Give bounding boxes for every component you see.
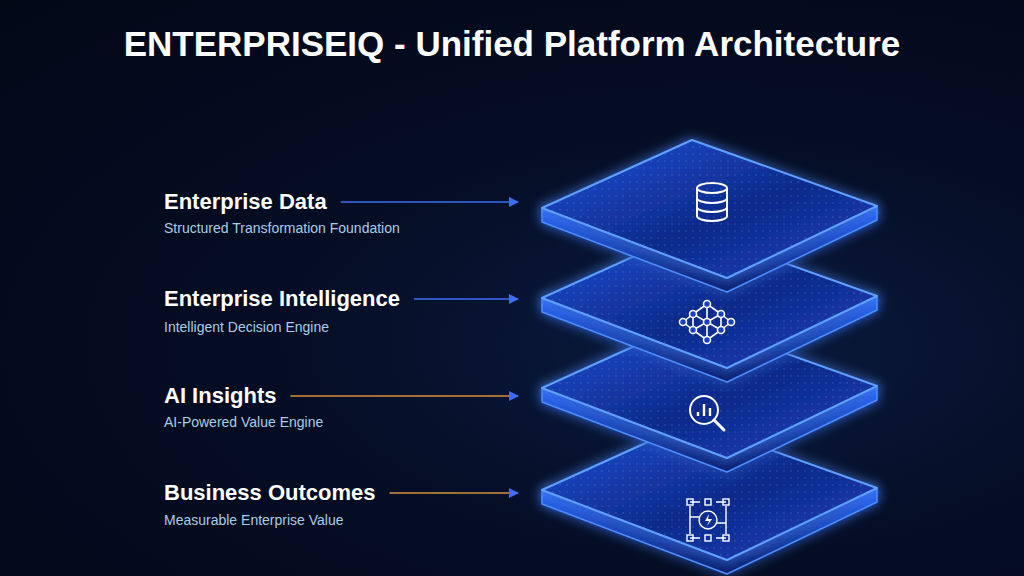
leader-line [341, 201, 518, 203]
layer-heading: Enterprise Intelligence [164, 286, 400, 312]
layer-subtitle: Intelligent Decision Engine [164, 319, 329, 335]
layer-heading: AI Insights [164, 383, 276, 409]
analytics-icon [690, 396, 724, 430]
network-icon [680, 301, 735, 344]
layer-heading: Enterprise Data [164, 189, 327, 215]
insights-layer [542, 320, 877, 472]
database-icon [697, 183, 727, 221]
leader-line [390, 492, 518, 494]
leader-line [290, 395, 518, 397]
layer-heading: Business Outcomes [164, 480, 376, 506]
data-layer [542, 140, 877, 292]
layer-subtitle: AI-Powered Value Engine [164, 414, 323, 430]
layer-subtitle: Measurable Enterprise Value [164, 512, 344, 528]
diagram-title: ENTERPRISEIQ - Unified Platform Architec… [0, 24, 1024, 64]
layer-subtitle: Structured Transformation Foundation [164, 220, 400, 236]
outcome-icon [687, 499, 729, 541]
leader-line [414, 298, 518, 300]
